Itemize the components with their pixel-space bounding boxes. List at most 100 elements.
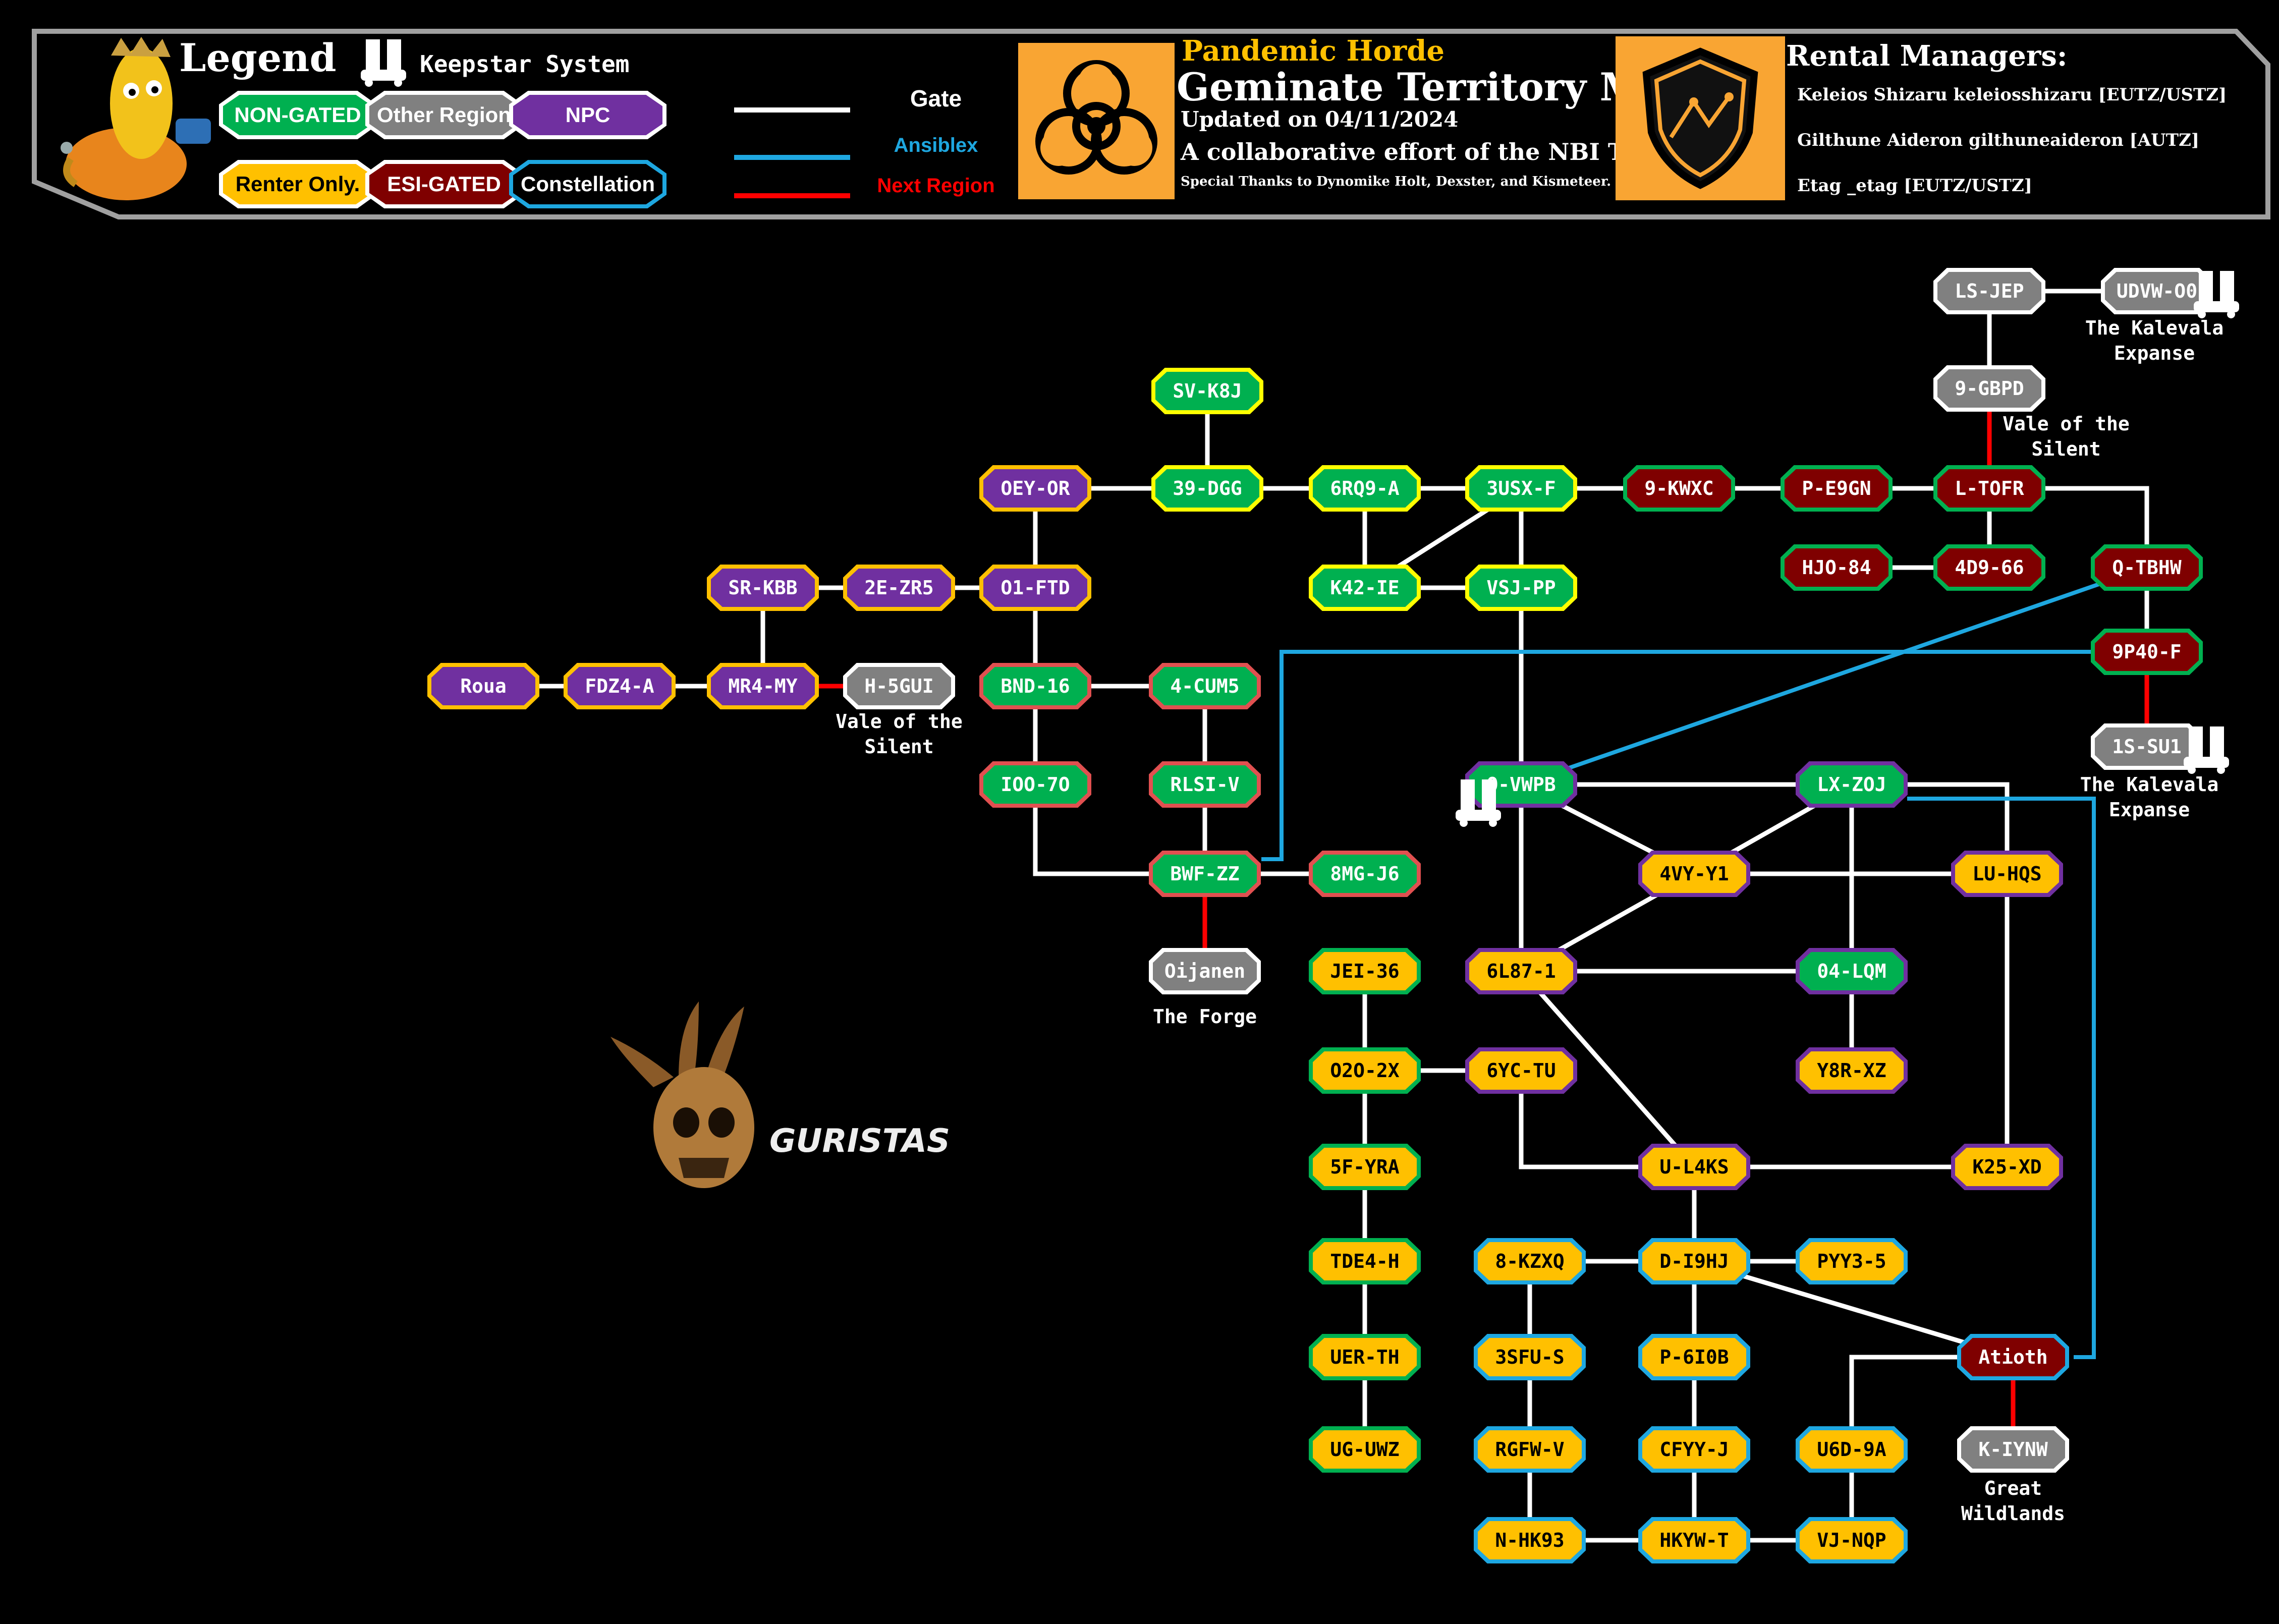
system-node-lu-hqs[interactable]: LU-HQS [1951,851,2063,897]
legend-line-label: Ansiblex [894,134,978,156]
system-name: K42-IE [1313,569,1417,607]
system-name: 3SFU-S [1478,1338,1582,1376]
system-node-3usx-f[interactable]: 3USX-F [1465,465,1577,512]
legend-badge-label: NPC [513,95,662,135]
system-node-cfyy-j[interactable]: CFYY-J [1638,1426,1750,1473]
system-name: Roua [431,667,535,705]
system-node-oijanen[interactable]: Oijanen [1149,948,1261,994]
system-node-ls-jep[interactable]: LS-JEP [1933,268,2045,314]
system-node-4d9-66[interactable]: 4D9-66 [1933,544,2045,591]
system-name: N-HK93 [1478,1521,1582,1559]
system-node-k25-xd[interactable]: K25-XD [1951,1144,2063,1190]
system-node-sv-k8j[interactable]: SV-K8J [1151,368,1263,414]
legend-line-label: Next Region [877,175,995,197]
system-node-2e-zr5[interactable]: 2E-ZR5 [843,565,955,611]
system-name: VJ-NQP [1800,1521,1904,1559]
system-name: 9P40-F [2095,633,2199,671]
system-node-6l87-1[interactable]: 6L87-1 [1465,948,1577,994]
system-node-4-cum5[interactable]: 4-CUM5 [1149,663,1261,709]
system-node-6rq9-a[interactable]: 6RQ9-A [1309,465,1421,512]
system-node-o1-ftd[interactable]: O1-FTD [979,565,1091,611]
system-node-rgfw-v[interactable]: RGFW-V [1474,1426,1586,1473]
system-node-8mg-j6[interactable]: 8MG-J6 [1309,851,1421,897]
shield-logo-icon [1616,36,1785,200]
system-node-q-tbhw[interactable]: Q-TBHW [2091,544,2203,591]
system-name: 6L87-1 [1469,952,1573,990]
system-node-h-5gui[interactable]: H-5GUI [843,663,955,709]
system-node-uer-th[interactable]: UER-TH [1309,1334,1421,1380]
system-node-sr-kbb[interactable]: SR-KBB [707,565,819,611]
system-node-vj-nqp[interactable]: VJ-NQP [1796,1517,1908,1563]
manager-1[interactable]: Keleios Shizaru keleiosshizaru [EUTZ/UST… [1797,85,2227,105]
system-name: HJO-84 [1785,548,1888,587]
system-name: PYY3-5 [1800,1242,1904,1280]
system-name: RGFW-V [1478,1430,1582,1469]
legend-line-next-region [734,193,850,198]
system-name: Y8R-XZ [1800,1051,1904,1090]
system-node-ug-uwz[interactable]: UG-UWZ [1309,1426,1421,1473]
system-node-3sfu-s[interactable]: 3SFU-S [1474,1334,1586,1380]
system-node-u-l4ks[interactable]: U-L4KS [1638,1144,1750,1190]
system-node-fdz4-a[interactable]: FDZ4-A [564,663,676,709]
system-node-6yc-tu[interactable]: 6YC-TU [1465,1047,1577,1094]
system-node-hkyw-t[interactable]: HKYW-T [1638,1517,1750,1563]
manager-3[interactable]: Etag _etag [EUTZ/USTZ] [1797,176,2032,196]
system-node-p-6i0b[interactable]: P-6I0B [1638,1334,1750,1380]
system-node-oey-or[interactable]: OEY-OR [979,465,1091,512]
system-node-bwf-zz[interactable]: BWF-ZZ [1149,851,1261,897]
system-node-mr4-my[interactable]: MR4-MY [707,663,819,709]
legend-line-label: Gate [910,85,962,111]
system-node-39-dgg[interactable]: 39-DGG [1151,465,1263,512]
system-node-p-e9gn[interactable]: P-E9GN [1781,465,1893,512]
system-name: 4D9-66 [1937,548,2041,587]
system-node-k42-ie[interactable]: K42-IE [1309,565,1421,611]
system-name: OEY-OR [983,469,1087,508]
system-name: 04-LQM [1800,952,1904,990]
system-name: BWF-ZZ [1153,855,1257,893]
system-node-u6d-9a[interactable]: U6D-9A [1796,1426,1908,1473]
legend-title: Legend [179,35,337,80]
legend-line-gate [734,107,850,113]
system-node-rlsi-v[interactable]: RLSI-V [1149,761,1261,808]
system-node-k-iynw[interactable]: K-IYNW [1957,1426,2069,1473]
system-node-5f-yra[interactable]: 5F-YRA [1309,1144,1421,1190]
system-node-d-i9hj[interactable]: D-I9HJ [1638,1238,1750,1284]
system-node-8-kzxq[interactable]: 8-KZXQ [1474,1238,1586,1284]
system-node-pyy3-5[interactable]: PYY3-5 [1796,1238,1908,1284]
system-node-9-kwxc[interactable]: 9-KWXC [1623,465,1735,512]
ansiblex-link-lx-zoj-atioth [1907,797,2096,1359]
system-name: Q-TBHW [2095,548,2199,587]
system-name: TDE4-H [1313,1242,1417,1280]
system-node-tde4-h[interactable]: TDE4-H [1309,1238,1421,1284]
system-node-lx-zoj[interactable]: LX-ZOJ [1796,761,1908,808]
system-node-9-gbpd[interactable]: 9-GBPD [1933,365,2045,412]
region-label-vale-1: Vale of the Silent [2003,413,2130,460]
system-node-y8r-xz[interactable]: Y8R-XZ [1796,1047,1908,1094]
system-node-bnd-16[interactable]: BND-16 [979,663,1091,709]
system-node-4vy-y1[interactable]: 4VY-Y1 [1638,851,1750,897]
system-name: U-L4KS [1642,1148,1746,1186]
system-name: UDVW-O0 [2105,272,2209,310]
legend-badge-renter-only-: Renter Only. [219,160,376,208]
system-node-ioo-7o[interactable]: IOO-7O [979,761,1091,808]
manager-2[interactable]: Gilthune Aideron gilthuneaideron [AUTZ] [1797,130,2199,150]
system-node-atioth[interactable]: Atioth [1957,1334,2069,1380]
system-node-jei-36[interactable]: JEI-36 [1309,948,1421,994]
guristas-text: GURISTAS [769,1123,950,1160]
collab-text: A collaborative effort of the NBI Team [1181,138,1677,165]
system-node-04-lqm[interactable]: 04-LQM [1796,948,1908,994]
keepstar-icon [361,39,406,87]
legend-badge-esi-gated: ESI-GATED [365,160,523,208]
system-node-vsj-pp[interactable]: VSJ-PP [1465,565,1577,611]
legend-badge-non-gated: NON-GATED [219,91,376,139]
system-node-roua[interactable]: Roua [427,663,539,709]
system-name: 6YC-TU [1469,1051,1573,1090]
system-node-o2o-2x[interactable]: O2O-2X [1309,1047,1421,1094]
system-node-9p40-f[interactable]: 9P40-F [2091,629,2203,675]
system-node-n-hk93[interactable]: N-HK93 [1474,1517,1586,1563]
system-name: RLSI-V [1153,765,1257,804]
system-node-udvw-o0[interactable]: UDVW-O0 [2101,268,2213,314]
system-name: H-5GUI [847,667,951,705]
system-node-hjo-84[interactable]: HJO-84 [1781,544,1893,591]
system-node-l-tofr[interactable]: L-TOFR [1933,465,2045,512]
